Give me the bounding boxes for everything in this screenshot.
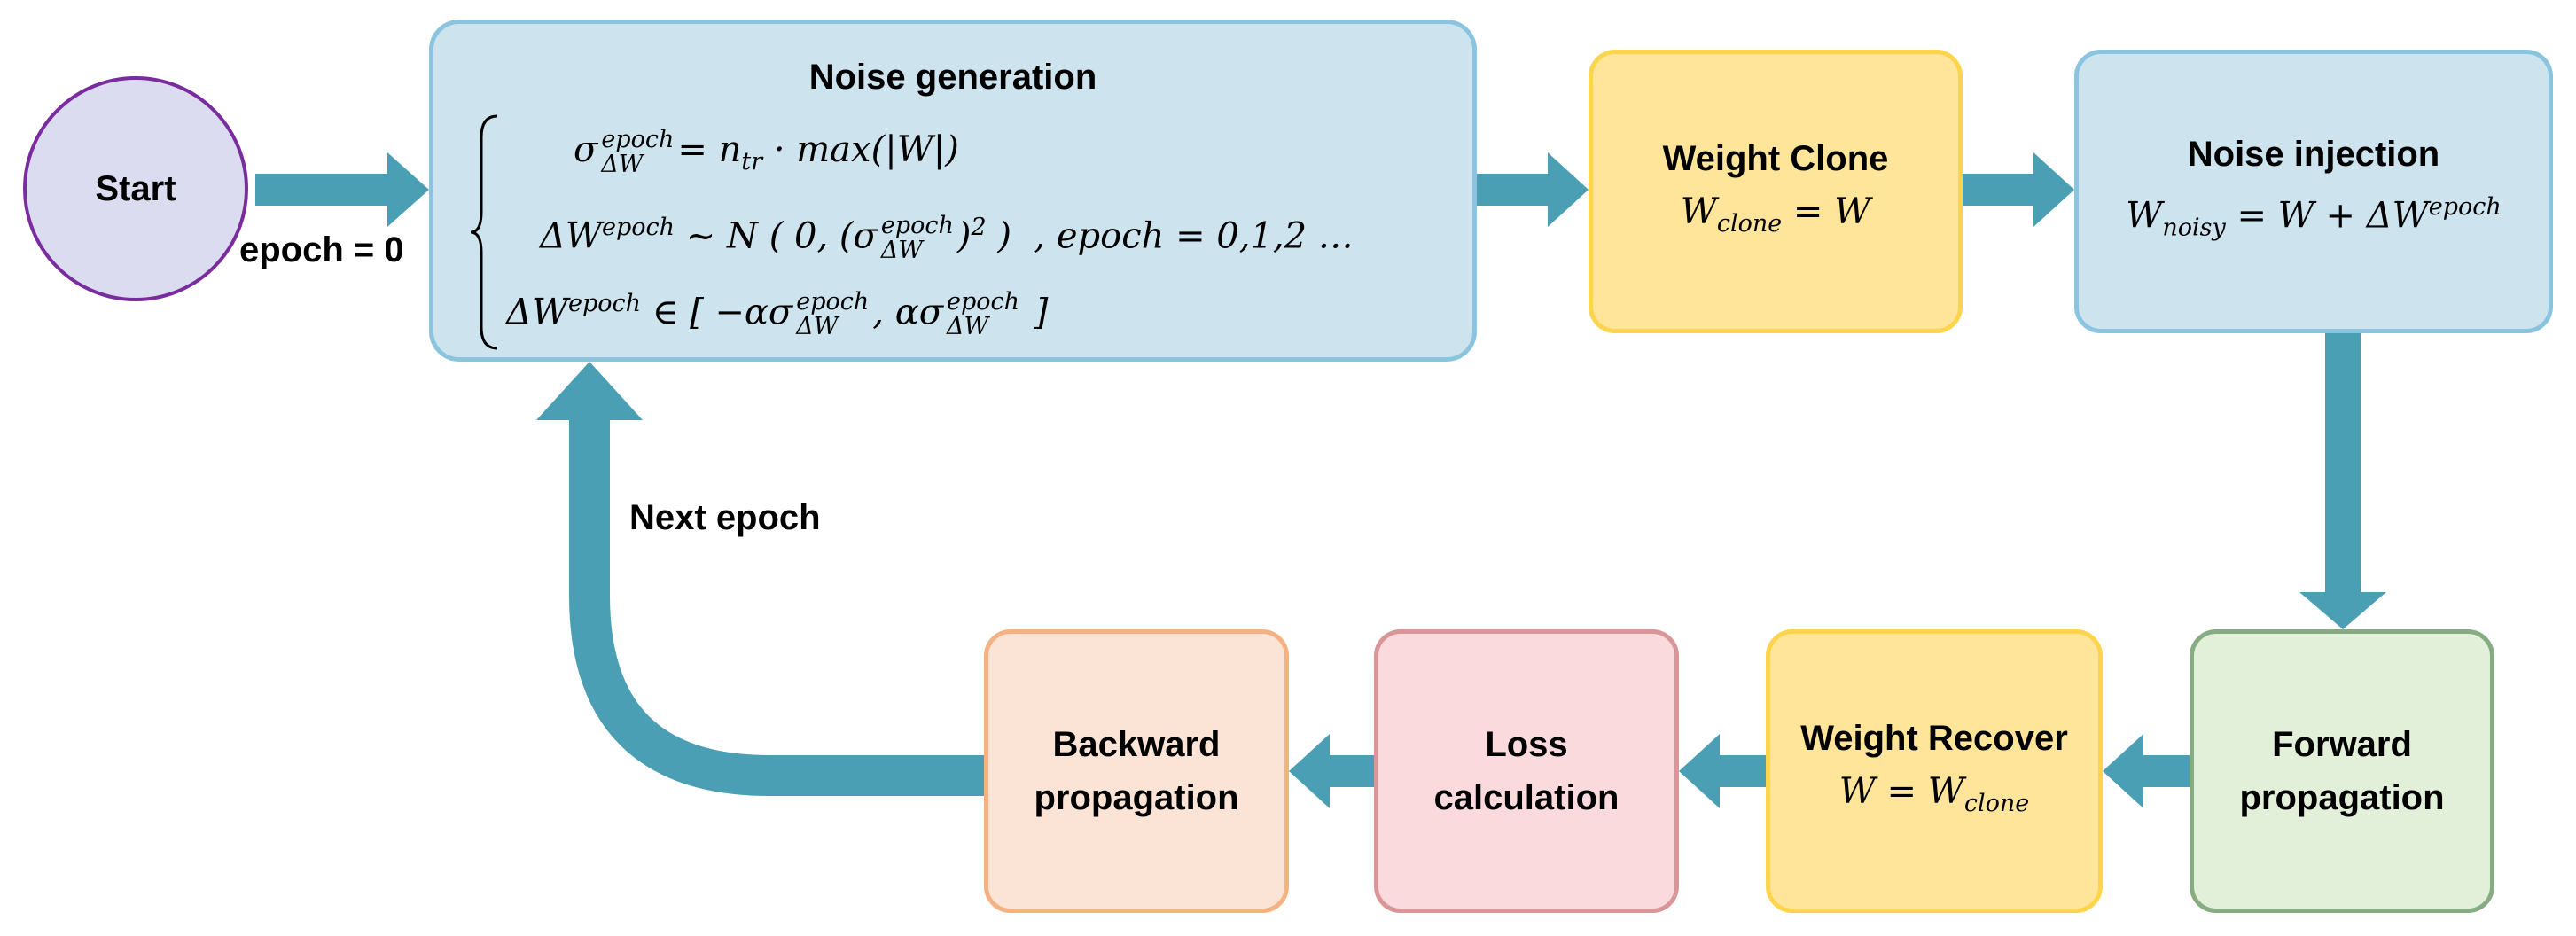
delta-w: ΔW	[540, 215, 602, 257]
noise-injection-formula: Wnoisy = W + ΔWepoch	[2126, 181, 2502, 254]
arrow-weight-recover-to-loss	[1679, 734, 1766, 808]
loss-line1: Loss	[1485, 725, 1568, 764]
noise-generation-title: Noise generation	[808, 58, 1097, 97]
w-recover-lhs: W = W	[1838, 771, 1964, 812]
start-node[interactable]: Start	[23, 76, 248, 301]
range-sub-b: ΔW	[947, 313, 989, 341]
normal-sigma-close: )	[956, 215, 972, 257]
w-noisy-mid: = W + ΔW	[2225, 195, 2429, 237]
arrow-start-to-noise-generation	[255, 152, 429, 227]
w-clone-sub: clone	[1716, 210, 1783, 238]
weight-recover-title: Weight Recover	[1800, 719, 2068, 758]
loss-calculation-node[interactable]: Loss calculation	[1374, 629, 1679, 913]
range-open: ∈ [ −ασ	[641, 292, 793, 333]
range-sup-a: epoch	[796, 288, 870, 316]
range-sup-b: epoch	[947, 288, 1020, 316]
backward-propagation-node[interactable]: Backward propagation	[984, 629, 1289, 913]
ntr-base: = n	[677, 129, 742, 170]
forward-line1: Forward	[2272, 725, 2412, 764]
noise-injection-node[interactable]: Noise injection Wnoisy = W + ΔWepoch	[2074, 50, 2553, 333]
weight-recover-node[interactable]: Weight Recover W = Wclone	[1766, 629, 2103, 913]
w-noisy-sup: epoch	[2428, 193, 2502, 222]
weight-clone-node[interactable]: Weight Clone Wclone = W	[1589, 50, 1963, 333]
normal-sigma-sub: ΔW	[880, 237, 924, 265]
normal-sigma-sup: epoch	[880, 212, 954, 240]
sigma-sup: epoch	[601, 126, 675, 153]
noise-injection-title: Noise injection	[2187, 135, 2440, 175]
weight-clone-formula: Wclone = W	[1681, 185, 1871, 251]
normal-open: ~ N ( 0, (σ	[675, 215, 878, 257]
forward-line2: propagation	[2239, 778, 2445, 817]
sigma-symbol: σ	[574, 129, 598, 170]
w-recover-sub: clone	[1963, 790, 2030, 817]
arrow-loss-to-backward	[1289, 734, 1374, 808]
range-close: ]	[1023, 292, 1049, 333]
arrow-loop-head	[536, 362, 643, 420]
loop-edge-label: Next epoch	[629, 498, 821, 537]
epoch-condition: , epoch = 0,1,2 …	[1034, 215, 1354, 257]
range-sep: , ασ	[872, 292, 944, 333]
weight-recover-formula: W = Wclone	[1839, 765, 2030, 831]
start-label: Start	[95, 169, 176, 208]
w-noisy-sub: noisy	[2162, 214, 2226, 242]
ntr-sub: tr	[741, 148, 763, 176]
left-brace	[470, 114, 498, 350]
w-noisy-base: W	[2126, 195, 2163, 237]
forward-propagation-node[interactable]: Forward propagation	[2190, 629, 2494, 913]
sigma-sub: ΔW	[601, 151, 644, 178]
range-delta-w-sup: epoch	[568, 290, 642, 317]
power-two: 2	[971, 214, 987, 241]
loss-line2: calculation	[1433, 778, 1620, 817]
range-sub-a: ΔW	[796, 313, 839, 341]
backward-line2: propagation	[1034, 778, 1239, 817]
delta-w-sup: epoch	[602, 214, 675, 241]
start-edge-label: epoch = 0	[239, 230, 404, 269]
w-clone-rest: = W	[1782, 191, 1871, 232]
arrow-noise-injection-to-forward	[2299, 333, 2386, 629]
w-clone-base: W	[1680, 191, 1717, 232]
range-delta-w: ΔW	[506, 292, 568, 333]
max-term: · max(|W|)	[762, 129, 959, 170]
backward-line1: Backward	[1052, 725, 1221, 764]
arrow-noise-generation-to-weight-clone	[1477, 152, 1589, 227]
arrow-weight-clone-to-noise-injection	[1963, 152, 2074, 227]
normal-close: )	[986, 215, 1011, 257]
weight-clone-title: Weight Clone	[1662, 139, 1889, 178]
arrow-backward-loop-to-noise-generation	[569, 417, 984, 796]
arrow-forward-to-weight-recover	[2103, 734, 2190, 808]
